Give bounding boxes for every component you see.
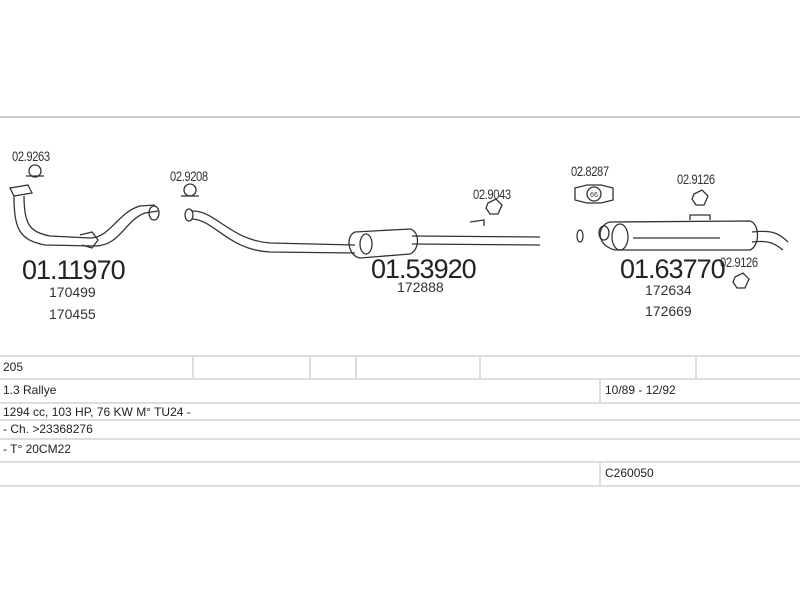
- column-divider: [309, 357, 311, 378]
- part-label-02-9043[interactable]: 02.9043: [473, 186, 511, 202]
- column-divider: [695, 357, 697, 378]
- code-cell: C260050: [605, 466, 654, 480]
- clamp-02-9263-drawing: [26, 164, 44, 178]
- part-number-rear-silencer[interactable]: 01.63770: [620, 254, 726, 284]
- clamp-02-9126-top-drawing: [691, 189, 709, 206]
- column-divider: [599, 463, 601, 485]
- type-cell: - T° 20CM22: [3, 442, 71, 456]
- top-divider: [0, 116, 800, 118]
- engine-cell: 1294 cc, 103 HP, 76 KW M° TU24 -: [3, 405, 191, 419]
- column-divider: [192, 357, 194, 378]
- exhaust-diagram: 66: [9, 164, 789, 289]
- column-divider: [479, 357, 481, 378]
- clamp-02-9126-bottom-drawing: [732, 272, 750, 289]
- column-divider: [355, 357, 357, 378]
- part-label-02-8287[interactable]: 02.8287: [571, 163, 609, 179]
- table-row-divider: [0, 378, 800, 380]
- ref-170455: 170455: [49, 306, 96, 322]
- ref-172669: 172669: [645, 303, 692, 319]
- table-row-divider: [0, 485, 800, 487]
- table-row-divider: [0, 461, 800, 463]
- ref-172888: 172888: [397, 279, 444, 295]
- column-divider: [599, 380, 601, 402]
- chassis-cell: - Ch. >23368276: [3, 422, 93, 436]
- clamp-02-9043-drawing: [485, 198, 503, 215]
- part-label-02-9208[interactable]: 02.9208: [170, 168, 208, 184]
- table-row-divider: [0, 438, 800, 440]
- part-number-middle-pipe[interactable]: 01.53920: [371, 254, 477, 284]
- table-row-divider: [0, 419, 800, 421]
- rear-silencer-drawing: [598, 214, 789, 251]
- part-label-02-9126-bottom[interactable]: 02.9126: [720, 254, 758, 270]
- table-row-divider: [0, 402, 800, 404]
- ref-170499: 170499: [49, 284, 96, 300]
- version-cell: 1.3 Rallye: [3, 383, 57, 397]
- years-cell: 10/89 - 12/92: [605, 383, 676, 397]
- clamp-02-8287-drawing: 66: [574, 184, 614, 204]
- part-label-02-9263[interactable]: 02.9263: [12, 148, 50, 164]
- table-row-divider: [0, 355, 800, 357]
- clamp-02-9208-drawing: [181, 183, 199, 197]
- svg-text:66: 66: [590, 192, 598, 199]
- part-label-02-9126-top[interactable]: 02.9126: [677, 171, 715, 187]
- part-number-front-pipe[interactable]: 01.11970: [22, 255, 126, 285]
- ref-172634: 172634: [645, 282, 692, 298]
- middle-pipe-drawing: [184, 208, 584, 259]
- model-cell: 205: [3, 360, 24, 374]
- front-pipe-drawing: [9, 184, 160, 249]
